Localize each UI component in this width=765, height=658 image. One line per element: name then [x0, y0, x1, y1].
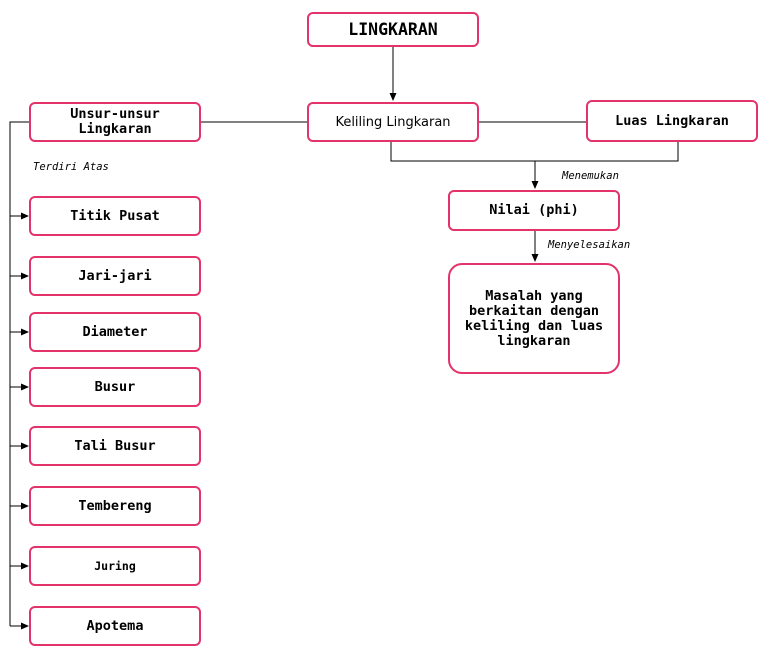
element-juring[interactable]: Juring	[29, 546, 201, 586]
label-menemukan: Menemukan	[562, 170, 619, 182]
label-terdiri-atas: Terdiri Atas	[33, 161, 109, 173]
element-apotema[interactable]: Apotema	[29, 606, 201, 646]
node-luas-lingkaran[interactable]: Luas Lingkaran	[586, 100, 758, 142]
node-keliling-lingkaran[interactable]: Keliling Lingkaran	[307, 102, 479, 142]
element-diameter[interactable]: Diameter	[29, 312, 201, 352]
element-titik-pusat[interactable]: Titik Pusat	[29, 196, 201, 236]
label-menyelesaikan: Menyelesaikan	[548, 239, 631, 251]
element-tembereng[interactable]: Tembereng	[29, 486, 201, 526]
element-jari-jari[interactable]: Jari-jari	[29, 256, 201, 296]
node-masalah[interactable]: Masalah yang berkaitan dengan keliling d…	[448, 263, 620, 374]
root-node-lingkaran[interactable]: LINGKARAN	[307, 12, 479, 47]
element-busur[interactable]: Busur	[29, 367, 201, 407]
node-unsur-unsur-lingkaran[interactable]: Unsur-unsur Lingkaran	[29, 102, 201, 142]
edge-merge	[390, 142, 679, 162]
element-tali-busur[interactable]: Tali Busur	[29, 426, 201, 466]
node-nilai-phi[interactable]: Nilai (phi)	[448, 190, 620, 231]
edge-unsur-trunk	[9, 121, 30, 626]
